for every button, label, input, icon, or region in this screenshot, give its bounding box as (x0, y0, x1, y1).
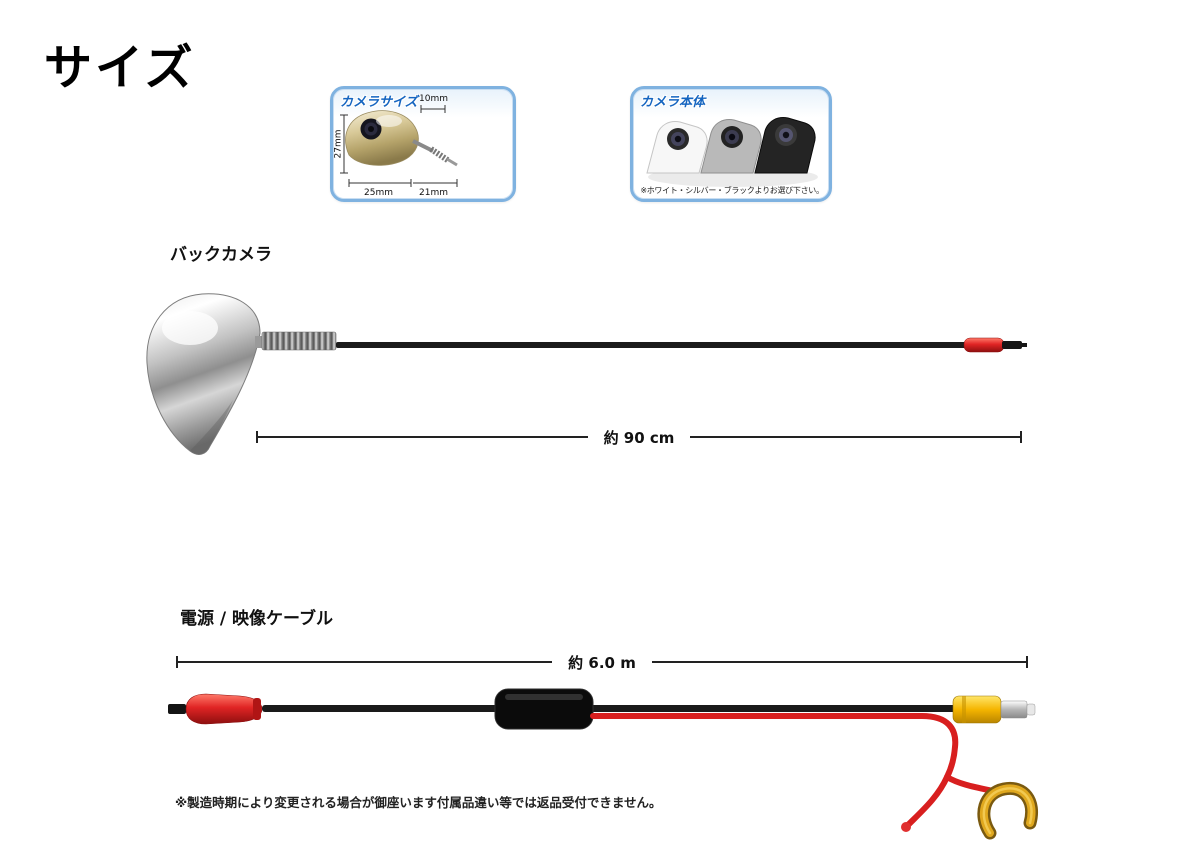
rca-connector-yellow (952, 695, 1002, 724)
dim-body-25mm: 25mm (364, 188, 393, 198)
back-camera-label: バックカメラ (170, 245, 272, 265)
dimension-line (258, 436, 588, 438)
dimension-line (651, 661, 1026, 663)
camera-white (646, 121, 708, 174)
dimension-tick-left (176, 656, 178, 668)
power-video-cable-illustration (168, 688, 1038, 840)
dim-height-27mm: 27mm (333, 129, 344, 159)
page-title: サイズ (44, 40, 196, 96)
dim-width-10mm: 10mm (419, 94, 448, 104)
dimension-tick-right (1026, 656, 1028, 668)
length-6m-label: 約 6.0 m (568, 653, 636, 672)
camera-body-box: カメラ本体 ※ホワイト・シルバー・ブラックよりお選び下さい。 (630, 86, 832, 202)
dim-screw-21mm: 21mm (419, 188, 448, 198)
camera-size-box: カメラサイズ 10mm 27mm 25mm 21mm (330, 86, 516, 202)
red-connector (963, 337, 1005, 353)
disclaimer-note: ※製造時期により変更される場合が御座います付属品違い等では返品受付できません。 (175, 795, 662, 810)
video-cable-black (262, 705, 962, 712)
camera-size-box-label: カメラサイズ (340, 95, 418, 110)
color-choice-note: ※ホワイト・シルバー・ブラックよりお選び下さい。 (640, 186, 824, 195)
mounting-spring (261, 331, 337, 351)
mini-camera-stem (412, 139, 434, 153)
camera-body-box-label: カメラ本体 (640, 95, 706, 110)
dimension-brackets (340, 105, 458, 187)
dimension-line (690, 436, 1020, 438)
camera-cable (336, 342, 968, 348)
length-90cm-label: 約 90 cm (603, 428, 675, 447)
bare-wire-end (901, 822, 911, 832)
dimension-tick-right (1020, 431, 1022, 443)
camera-black (754, 117, 816, 174)
length-90cm-dimension: 約 90 cm (256, 429, 1022, 447)
plug-tip-black (168, 704, 186, 714)
dimension-line (178, 661, 553, 663)
dimension-tick-left (256, 431, 258, 443)
rca-metal-tip (1000, 700, 1028, 719)
cable-end-tip (1002, 341, 1022, 349)
camera-size-illustration (340, 105, 458, 187)
power-video-cable-label: 電源 / 映像ケーブル (180, 609, 334, 629)
camera-colors-illustration (646, 117, 818, 187)
power-plug-red (185, 693, 263, 725)
camera-silver (700, 119, 762, 174)
mini-camera-screw (429, 146, 451, 164)
back-camera-illustration (146, 293, 1027, 455)
fork-terminal (977, 781, 1038, 840)
length-6m-dimension: 約 6.0 m (176, 654, 1028, 672)
